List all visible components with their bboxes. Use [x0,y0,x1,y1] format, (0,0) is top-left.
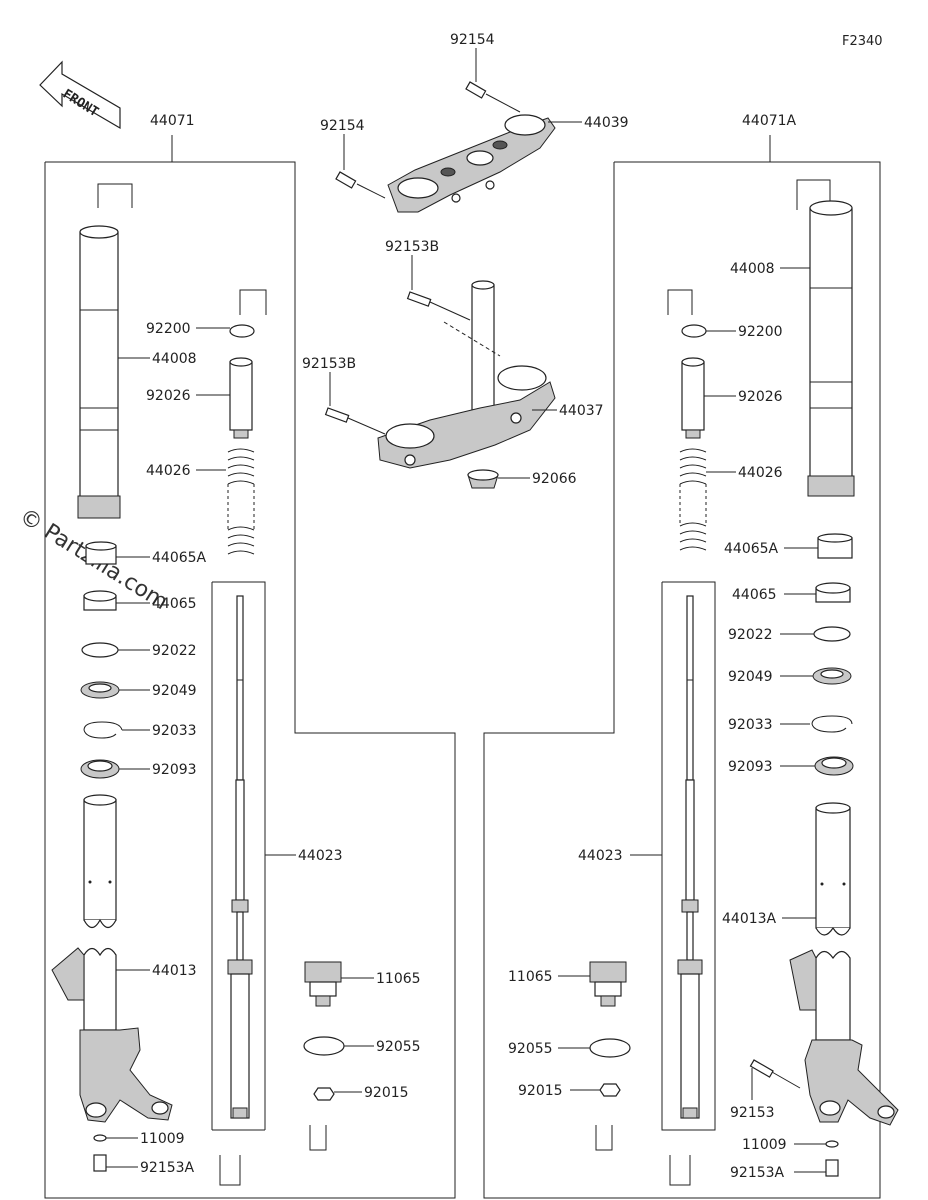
damper-rod-44023-right [669,595,703,1186]
label-L-44008: 44008 [152,351,197,367]
label-R-44023: 44023 [578,848,623,864]
label-L-44065: 44065 [152,596,197,612]
label-L-92015: 92015 [364,1085,409,1101]
bolt-92154-left: 92154 [320,118,386,199]
label-92153B-left: 92153B [302,356,356,372]
label-L-92153A: 92153A [140,1160,195,1176]
label-R-92022: 92022 [728,627,773,643]
bushing-44065-right: 44065 [732,582,851,603]
left-fork-frame: 44071 [44,113,456,1199]
bolt-92153A-right: 92153A [730,1159,839,1181]
bushing-44065A-right: 44065A [724,533,853,559]
bolt-92153B-left: 92153B [302,356,386,435]
upper-bracket-44039 [387,114,556,213]
bolt-92153A-left: 92153A [93,1154,195,1176]
label-R-92153A: 92153A [730,1165,785,1181]
label-L-11065: 11065 [376,971,421,987]
label-R-92153: 92153 [730,1105,775,1121]
circlip-92033-right: 92033 [728,715,853,733]
label-R-92033: 92033 [728,717,773,733]
label-R-44065: 44065 [732,587,777,603]
label-L-92026: 92026 [146,388,191,404]
label-92066: 92066 [532,471,577,487]
inner-tube-44013-left: 44013 [51,794,197,1123]
collar-92026-right: 92026 [681,357,783,439]
spring-44026-left: 44026 [146,448,255,555]
bolt-92153B-top: 92153B [385,239,471,321]
label-R-44065A: 44065A [724,541,779,557]
label-L-44013: 44013 [152,963,197,979]
label-L-92055: 92055 [376,1039,421,1055]
outer-tube-44008-right: 44008 [730,179,855,497]
label-R-92200: 92200 [738,324,783,340]
label-44071A: 44071A [742,113,797,129]
damper-rod-44023-left [219,595,253,1186]
label-L-92022: 92022 [152,643,197,659]
valve-11065-right: 11065 [508,961,627,1007]
steering-stem-44037 [377,280,556,469]
label-L-44026: 44026 [146,463,191,479]
inner-tube-44013A-right: 44013A [722,802,899,1126]
label-92154-left: 92154 [320,118,365,134]
o-ring-92055-right: 92055 [508,1038,631,1058]
label-R-44008: 44008 [730,261,775,277]
seal-92066: 92066 [467,469,577,489]
dust-seal-92093-left: 92093 [80,759,197,779]
label-R-44013A: 44013A [722,911,777,927]
bushing-44065-left: 44065 [83,590,197,612]
damper-frame-44023-right: 44023 [578,581,716,1131]
right-fork-frame: 44071A [483,113,881,1199]
nut-92015-left: 92015 [309,1085,409,1151]
dust-seal-92093-right: 92093 [728,756,854,776]
label-R-92026: 92026 [738,389,783,405]
bolt-92154-top: 92154 [450,32,521,113]
label-L-92200: 92200 [146,321,191,337]
label-L-92049: 92049 [152,683,197,699]
collar-92026-left: 92026 [146,357,253,439]
washer-92200-right: 92200 [667,289,783,340]
washer-92200-left: 92200 [146,289,267,338]
label-44037: 44037 [559,403,604,419]
bolt-92153-right: 92153 [730,1059,801,1121]
label-R-44026: 44026 [738,465,783,481]
label-92153B-top: 92153B [385,239,439,255]
washer-92022-right: 92022 [728,626,851,643]
washer-92022-left: 92022 [81,642,197,659]
label-L-11009: 11009 [140,1131,185,1147]
gasket-11009-left: 11009 [93,1131,185,1147]
oil-seal-92049-right: 92049 [728,667,852,685]
label-R-92093: 92093 [728,759,773,775]
bushing-44065A-left: 44065A [85,541,207,566]
circlip-92033-left: 92033 [83,721,197,739]
o-ring-92055-left: 92055 [303,1036,421,1056]
gasket-11009-right: 11009 [742,1137,839,1153]
label-R-92015: 92015 [518,1083,563,1099]
damper-frame-44023-left: 44023 [211,581,343,1131]
label-44071: 44071 [150,113,195,129]
label-R-11065: 11065 [508,969,553,985]
valve-11065-left: 11065 [304,961,421,1007]
label-L-44065A: 44065A [152,550,207,566]
diagram-code: F2340 [842,34,883,49]
label-L-92033: 92033 [152,723,197,739]
label-44039: 44039 [584,115,629,131]
label-92154-top: 92154 [450,32,495,48]
label-L-44023: 44023 [298,848,343,864]
spring-44026-right: 44026 [679,448,783,551]
nut-92015-right: 92015 [518,1083,621,1151]
label-R-92049: 92049 [728,669,773,685]
front-arrow-icon: FRONT [39,60,121,130]
outer-tube-44008-left [77,183,150,519]
oil-seal-92049-left: 92049 [80,681,197,699]
label-L-92093: 92093 [152,762,197,778]
label-R-11009: 11009 [742,1137,787,1153]
label-R-92055: 92055 [508,1041,553,1057]
